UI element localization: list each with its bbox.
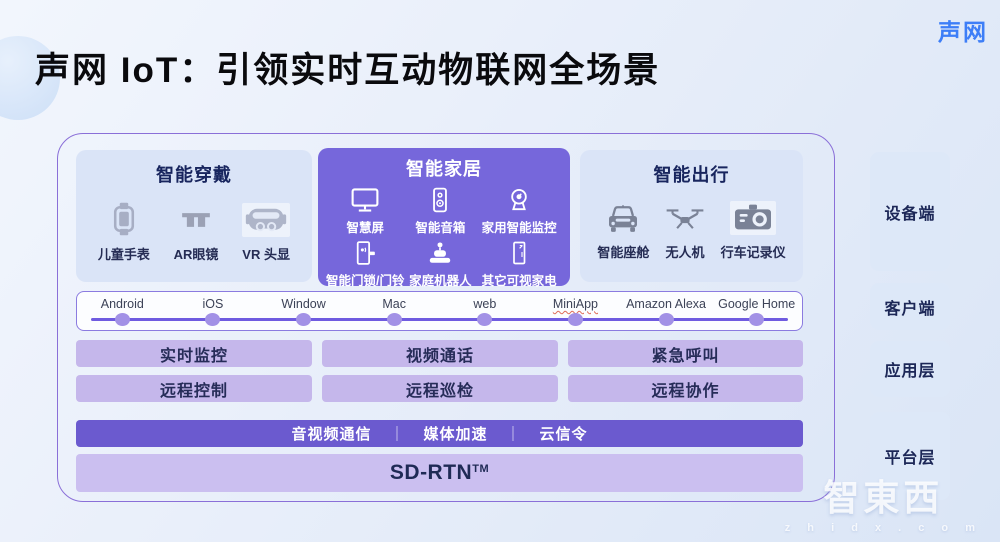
item-home-robot: 家庭机器人: [404, 240, 476, 289]
sdrtn-label: SD-RTN: [389, 461, 473, 484]
diagram-board: [57, 133, 835, 502]
item-drone: 无人机: [664, 203, 706, 261]
item-home-camera: 家用智能监控: [476, 187, 562, 236]
timeline-dot: [477, 313, 493, 326]
item-dashcam: 行车记录仪: [721, 201, 786, 261]
home-camera-icon: [506, 187, 532, 213]
timeline-dot: [749, 313, 765, 326]
panel-title: 智能出行: [653, 165, 730, 185]
item-smart-screen: 智慧屏: [326, 187, 404, 236]
timeline-dot: [296, 313, 312, 326]
door-lock-icon: [352, 240, 379, 266]
platform-android: Android: [77, 292, 168, 330]
feature-remote-collaboration: 远程协作: [568, 375, 803, 402]
item-ar-glasses: AR眼镜: [173, 203, 219, 263]
smart-speaker-icon: [427, 187, 453, 213]
home-robot-icon: [426, 240, 454, 266]
item-door-lock: 智能门锁/门铃: [326, 240, 404, 289]
item-label: 家用智能监控: [481, 221, 557, 235]
timeline-dot: [658, 313, 674, 326]
layer-device-side: 设备端: [870, 152, 950, 271]
item-label: 行车记录仪: [720, 245, 786, 260]
smart-screen-icon: [350, 187, 380, 213]
item-label: 无人机: [665, 245, 705, 260]
item-label: 儿童手表: [97, 247, 150, 262]
separator: ｜: [389, 426, 406, 443]
watch-icon: [107, 201, 141, 237]
item-label: VR 头显: [242, 247, 290, 262]
service-av-communication: 音视频通信: [291, 426, 372, 443]
panel-smart-home: 智能家居 智慧屏: [318, 148, 570, 289]
platform-window: Window: [258, 292, 349, 330]
timeline-dot: [114, 313, 130, 326]
car-icon: [603, 201, 643, 235]
agora-logo: 声网: [938, 19, 988, 45]
trademark-sup: TM: [472, 463, 490, 475]
services-bar: 音视频通信 ｜ 媒体加速 ｜ 云信令: [76, 420, 803, 447]
platform-line: [91, 318, 788, 321]
item-smart-cockpit: 智能座舱: [597, 201, 649, 261]
dashcam-icon: [730, 201, 777, 235]
layer-client-side: 客户端: [870, 283, 950, 330]
panel-title: 智能家居: [406, 159, 482, 179]
drone-icon: [664, 203, 706, 235]
panel-title: 智能穿戴: [156, 165, 232, 185]
panel-smart-wearable: 智能穿戴 儿童手表 AR眼: [76, 150, 312, 282]
panel-smart-travel: 智能出行 智能座舱: [580, 150, 803, 282]
feature-remote-control: 远程控制: [76, 375, 312, 402]
platform-web: web: [440, 292, 531, 330]
item-kids-watch: 儿童手表: [98, 201, 150, 263]
item-label: 家庭机器人: [409, 274, 472, 288]
service-cloud-signaling: 云信令: [539, 426, 588, 443]
home-items: 智慧屏 智能音箱: [318, 187, 570, 289]
layer-application: 应用层: [870, 341, 950, 397]
watermark-domain: z h i d x . c o m: [784, 522, 982, 534]
item-label: 智能门锁/门铃: [326, 274, 405, 288]
platform-bar: Android iOS Window Mac web MiniApp: [76, 291, 803, 331]
layer-platform: 平台层: [870, 412, 950, 500]
service-media-acceleration: 媒体加速: [423, 426, 488, 443]
item-label: 智能座舱: [597, 245, 650, 260]
feature-realtime-monitor: 实时监控: [76, 340, 312, 367]
platform-ios: iOS: [168, 292, 259, 330]
item-label: 其它可视家电: [481, 274, 557, 288]
feature-video-call: 视频通话: [322, 340, 558, 367]
item-appliance: 其它可视家电: [476, 240, 562, 289]
item-label: AR眼镜: [173, 247, 219, 262]
timeline-dot: [567, 313, 583, 326]
wearable-items: 儿童手表 AR眼镜: [76, 201, 312, 263]
travel-items: 智能座舱 无人机: [580, 201, 803, 261]
timeline-dot: [386, 313, 402, 326]
ar-glasses-icon: [178, 203, 214, 237]
item-vr-headset: VR 头显: [242, 203, 291, 263]
platform-mac: Mac: [349, 292, 440, 330]
separator: ｜: [505, 426, 522, 443]
item-label: 智能音箱: [415, 221, 466, 235]
platform-miniapp: MiniApp: [530, 292, 621, 330]
timeline-dot: [205, 313, 221, 326]
appliance-icon: [507, 240, 531, 266]
feature-remote-inspection: 远程巡检: [322, 375, 558, 402]
item-label: 智慧屏: [346, 221, 384, 235]
platform-google-home: Google Home: [711, 292, 802, 330]
item-smart-speaker: 智能音箱: [404, 187, 476, 236]
feature-emergency-call: 紧急呼叫: [568, 340, 803, 367]
page-title: 声网 IoT：引领实时互动物联网全场景: [35, 51, 661, 90]
platform-amazon-alexa: Amazon Alexa: [621, 292, 712, 330]
vr-headset-icon: [242, 203, 291, 237]
